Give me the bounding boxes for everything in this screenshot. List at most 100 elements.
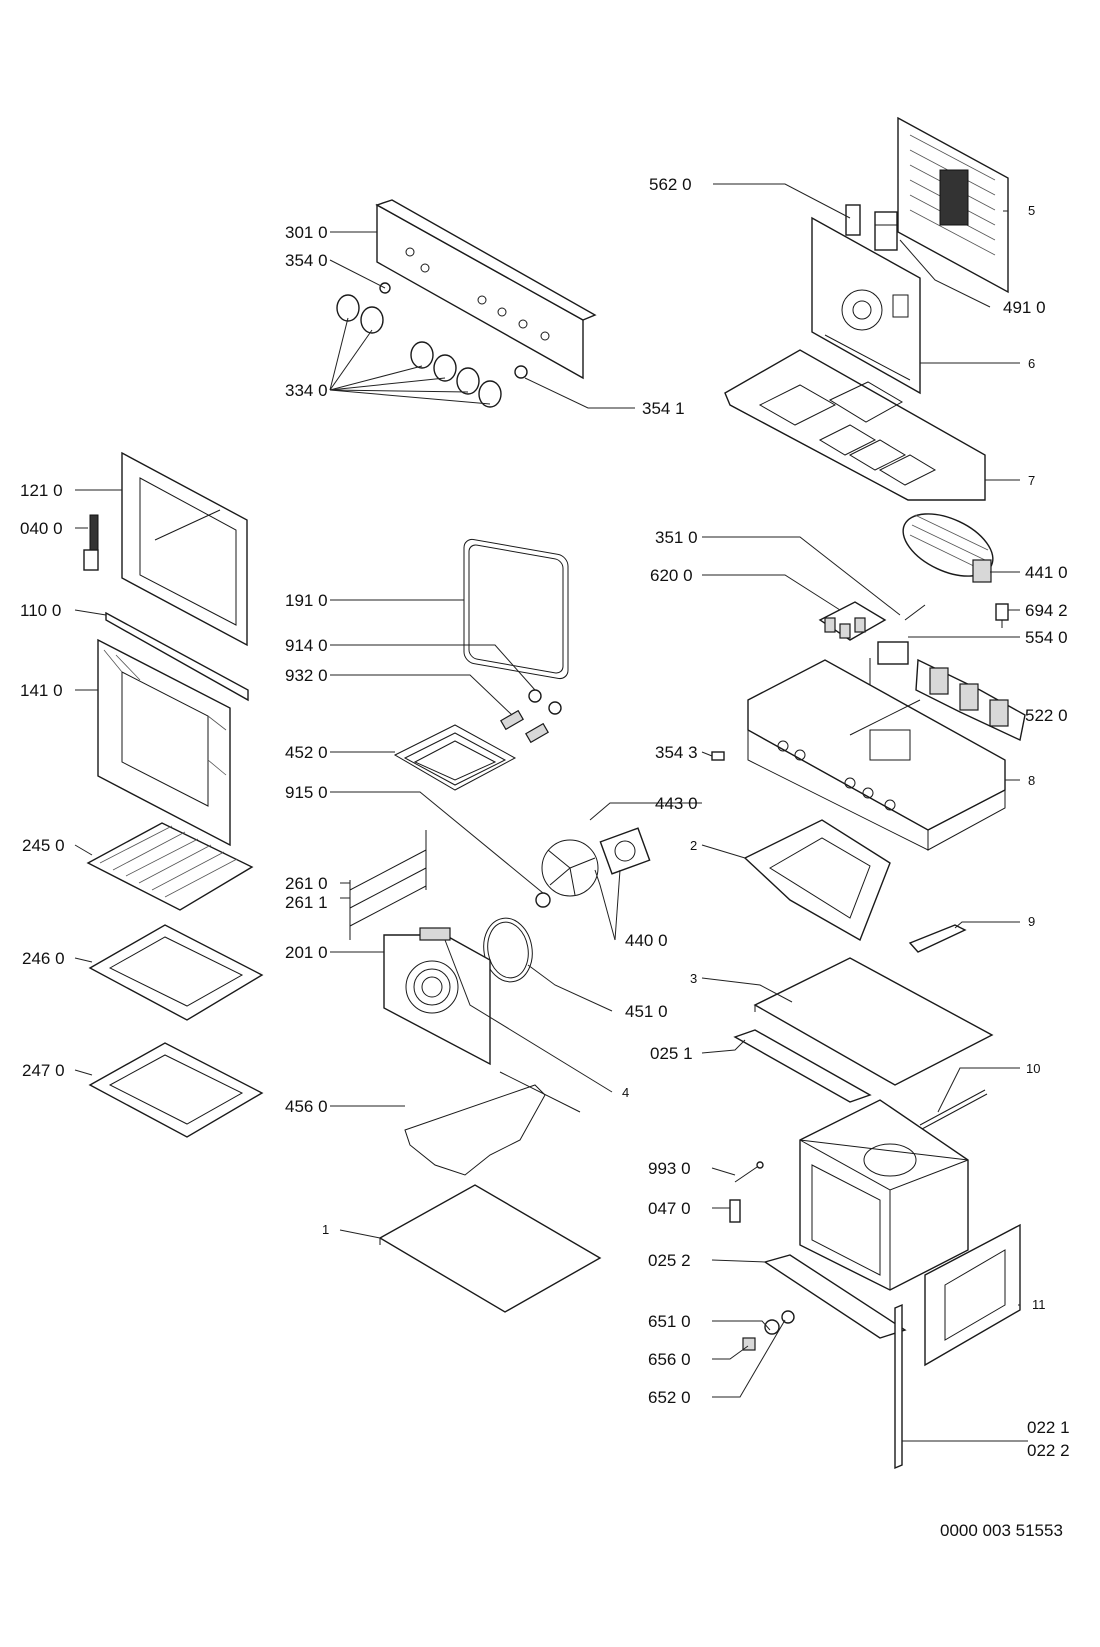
part-bottom-plate (378, 1184, 602, 1313)
label-261-1: 261 1 (285, 893, 328, 912)
part-door-trim (105, 611, 249, 702)
label-246-0: 246 0 (22, 949, 65, 968)
part-knobs (336, 282, 528, 408)
part-side-rail-2 (763, 1254, 907, 1339)
part-selector-switch (818, 601, 887, 641)
part-grill-element (393, 724, 517, 791)
label-354-3: 354 3 (655, 743, 698, 762)
part-thermostat-bracket (845, 204, 898, 251)
label-261-0: 261 0 (285, 874, 328, 893)
label-694-2: 694 2 (1025, 601, 1068, 620)
document-number: 0000 003 51553 (940, 1521, 1063, 1540)
label-562-0: 562 0 (649, 175, 692, 194)
label-651-0: 651 0 (648, 1312, 691, 1331)
part-fan-motor-tangential (902, 513, 994, 583)
label-11: 11 (1032, 1297, 1046, 1312)
part-thermal-fuse (904, 603, 1009, 628)
label-121-0: 121 0 (20, 481, 63, 500)
part-fittings (500, 689, 562, 744)
part-thermostat-group (915, 658, 1026, 742)
label-354-1: 354 1 (642, 399, 685, 418)
label-1: 1 (322, 1222, 329, 1237)
part-switch-block (869, 641, 909, 692)
label-10: 10 (1026, 1061, 1040, 1076)
part-bracket-2 (743, 819, 891, 942)
label-5: 5 (1028, 203, 1035, 218)
label-245-0: 245 0 (22, 836, 65, 855)
label-4: 4 (622, 1085, 629, 1100)
label-9: 9 (1028, 914, 1035, 929)
part-front-trim-strip (894, 1303, 903, 1470)
label-656-0: 656 0 (648, 1350, 691, 1369)
part-side-racks (349, 830, 427, 940)
part-fan-blade (541, 839, 599, 897)
label-022-1: 022 1 (1027, 1418, 1070, 1437)
part-lower-element (404, 1071, 581, 1176)
label-932-0: 932 0 (285, 666, 328, 685)
label-110-0: 110 0 (20, 601, 61, 620)
part-side-rail-1 (733, 1029, 872, 1103)
part-top-cover (724, 349, 986, 501)
label-334-0: 334 0 (285, 381, 328, 400)
label-652-0: 652 0 (648, 1388, 691, 1407)
label-6: 6 (1028, 356, 1035, 371)
part-base-plate (753, 957, 994, 1086)
part-fan-motor (599, 827, 651, 875)
label-047-0: 047 0 (648, 1199, 691, 1218)
label-8: 8 (1028, 773, 1035, 788)
label-522-0: 522 0 (1025, 706, 1068, 725)
label-022-2: 022 2 (1027, 1441, 1070, 1460)
part-baking-tray (88, 924, 264, 1021)
part-drip-tray (88, 1042, 264, 1138)
part-door-glass (97, 638, 231, 847)
label-2: 2 (690, 838, 697, 853)
part-fan-nut (535, 892, 551, 908)
label-351-0: 351 0 (655, 528, 698, 547)
part-oven-seal (463, 538, 569, 680)
label-491-0: 491 0 (1003, 298, 1046, 317)
label-354-0: 354 0 (285, 251, 328, 270)
label-201-0: 201 0 (285, 943, 328, 962)
part-labels: 562 0 301 0 354 0 334 0 354 1 5 491 0 6 … (20, 175, 1070, 1540)
label-456-0: 456 0 (285, 1097, 328, 1116)
part-side-panel (924, 1223, 1021, 1367)
part-back-panel (897, 116, 1009, 294)
part-control-panel (375, 199, 597, 380)
label-441-0: 441 0 (1025, 563, 1068, 582)
label-440-0: 440 0 (625, 931, 668, 950)
label-141-0: 141 0 (20, 681, 63, 700)
part-control-box (747, 659, 1006, 851)
label-554-0: 554 0 (1025, 628, 1068, 647)
part-door-frame (121, 451, 248, 647)
part-lamp (742, 1310, 795, 1351)
part-wire-rack (86, 822, 254, 911)
part-latch (729, 1199, 741, 1223)
label-7: 7 (1028, 473, 1035, 488)
label-025-1: 025 1 (650, 1044, 693, 1063)
label-451-0: 451 0 (625, 1002, 668, 1021)
label-620-0: 620 0 (650, 566, 693, 585)
part-door-hinge (83, 514, 99, 571)
part-screw (734, 1161, 764, 1183)
part-fan-cover (383, 927, 491, 1066)
label-191-0: 191 0 (285, 591, 328, 610)
part-rod (919, 1089, 988, 1130)
label-993-0: 993 0 (648, 1159, 691, 1178)
label-301-0: 301 0 (285, 223, 328, 242)
part-rear-wall (811, 216, 921, 395)
part-oven-cavity (799, 1099, 969, 1291)
label-915-0: 915 0 (285, 783, 328, 802)
label-914-0: 914 0 (285, 636, 328, 655)
label-025-2: 025 2 (648, 1251, 691, 1270)
part-cap (711, 751, 725, 761)
part-bracket-9 (908, 924, 967, 953)
label-040-0: 040 0 (20, 519, 63, 538)
label-247-0: 247 0 (22, 1061, 65, 1080)
leader-lines (74, 183, 1028, 1442)
label-452-0: 452 0 (285, 743, 328, 762)
label-443-0: 443 0 (655, 794, 698, 813)
label-3: 3 (690, 971, 697, 986)
part-circular-element (483, 917, 533, 983)
